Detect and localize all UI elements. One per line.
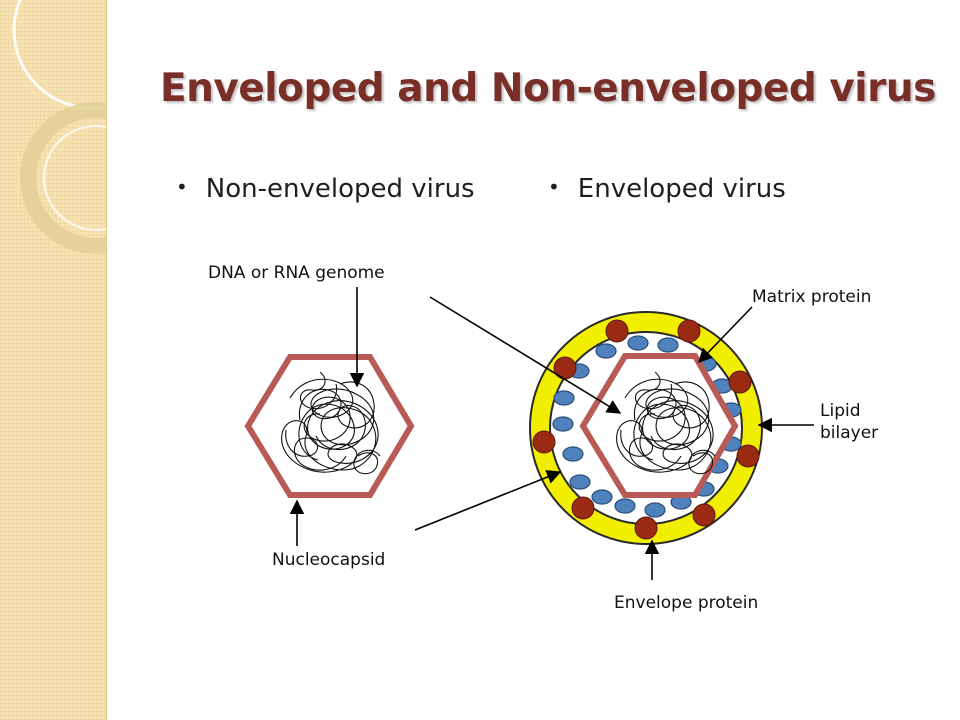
bullet-enveloped-text: Enveloped virus: [577, 174, 786, 204]
annotation-arrows: [289, 287, 814, 580]
capsid-hexagon-left: [244, 354, 415, 498]
bullet-dot: •: [548, 175, 560, 199]
label-genome: DNA or RNA genome: [208, 263, 385, 283]
label-lipid-line1: Lipid: [820, 401, 861, 421]
enveloped-virus: [529, 311, 763, 545]
capsid-hexagon-right: [579, 353, 739, 498]
label-nucleocapsid: Nucleocapsid: [272, 550, 386, 570]
arrow-matrix: [698, 306, 753, 364]
label-matrix-protein: Matrix protein: [752, 287, 872, 307]
bullet-enveloped: • Enveloped virus: [548, 174, 786, 204]
envelope-proteins: [532, 319, 760, 540]
non-enveloped-virus: [244, 354, 415, 498]
decorative-side-band: [0, 0, 107, 720]
bullet-dot: •: [176, 175, 188, 199]
label-envelope-protein: Envelope protein: [614, 593, 759, 613]
genome-tangle-left: [281, 371, 381, 475]
arrow-genome-right: [429, 296, 622, 414]
label-lipid-bilayer: Lipid bilayer: [820, 400, 878, 444]
arrow-nucleocapsid-right: [414, 470, 562, 531]
decorative-rings: [12, 0, 106, 254]
bullet-non-enveloped: • Non-enveloped virus: [176, 174, 475, 204]
label-lipid-line2: bilayer: [820, 423, 879, 443]
genome-tangle-right: [616, 371, 716, 475]
bullet-non-enveloped-text: Non-enveloped virus: [205, 174, 475, 204]
slide-title: Enveloped and Non-enveloped virus: [160, 66, 936, 111]
matrix-proteins: [552, 335, 742, 518]
